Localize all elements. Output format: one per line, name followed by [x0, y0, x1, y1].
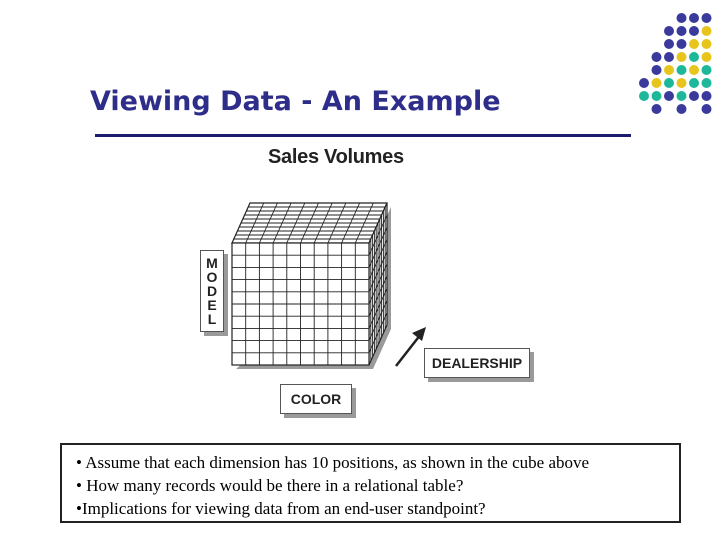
decorative-dot — [676, 104, 687, 114]
cube-grid-line — [327, 202, 347, 244]
decorative-dot — [701, 13, 712, 23]
model-axis-label: M O D E L — [200, 250, 224, 332]
color-axis-label: COLOR — [280, 384, 352, 414]
decorative-dot — [639, 91, 649, 101]
model-letter: O — [206, 269, 218, 285]
decorative-dot — [689, 39, 699, 49]
decorative-dot — [651, 52, 662, 62]
decorative-dot — [701, 26, 712, 36]
dealership-arrow-shaft — [395, 333, 422, 367]
slide-title: Viewing Data - An Example — [90, 86, 501, 117]
decorative-dot — [701, 52, 712, 62]
decorative-dot — [701, 91, 712, 101]
cube-grid-line — [368, 288, 388, 329]
decorative-dot — [664, 52, 674, 62]
decorative-dot — [689, 26, 699, 36]
cube-grid-line — [354, 202, 374, 244]
bullet-box: • Assume that each dimension has 10 posi… — [60, 443, 681, 523]
decorative-dot — [639, 78, 649, 88]
decorative-dot — [676, 39, 687, 49]
decorative-dot — [701, 65, 712, 75]
decorative-dot — [651, 78, 662, 88]
cube-grid-line — [368, 312, 388, 353]
title-underline — [95, 134, 631, 137]
bullet-item: •Implications for viewing data from an e… — [76, 499, 486, 518]
cube-grid-line — [313, 202, 333, 244]
dealership-axis-label: DEALERSHIP — [424, 348, 530, 378]
decorative-dot — [689, 91, 699, 101]
model-letter: D — [206, 283, 218, 299]
bullet-item: • Assume that each dimension has 10 posi… — [76, 453, 590, 472]
decorative-dot — [664, 39, 674, 49]
figure-title: Sales Volumes — [268, 146, 404, 168]
decorative-dot — [664, 78, 674, 88]
decorative-dot — [701, 78, 712, 88]
bullet-item: • How many records would be there in a r… — [76, 476, 464, 495]
decorative-dot — [664, 65, 674, 75]
decorative-dot — [651, 65, 662, 75]
decorative-dot — [701, 39, 712, 49]
decorative-dot — [664, 26, 674, 36]
decorative-dot — [676, 13, 687, 23]
decorative-dot — [689, 65, 699, 75]
decorative-dot — [676, 65, 687, 75]
decorative-dot — [701, 104, 712, 114]
dealership-arrow-head — [412, 327, 426, 341]
decorative-dot — [676, 78, 687, 88]
decorative-dot — [651, 104, 662, 114]
decorative-dot — [689, 52, 699, 62]
decorative-dot — [676, 52, 687, 62]
decorative-dot — [676, 26, 687, 36]
decorative-dot — [664, 91, 674, 101]
decorative-dot — [651, 91, 662, 101]
model-letter: L — [207, 311, 217, 327]
model-letter: E — [207, 297, 217, 313]
decorative-dot — [689, 13, 699, 23]
cube-grid-line — [368, 276, 388, 317]
cube-grid-line — [341, 202, 361, 244]
decorative-dot — [676, 91, 687, 101]
decorative-dot — [689, 78, 699, 88]
model-letter: M — [206, 255, 218, 271]
cube-grid-line — [368, 300, 388, 341]
